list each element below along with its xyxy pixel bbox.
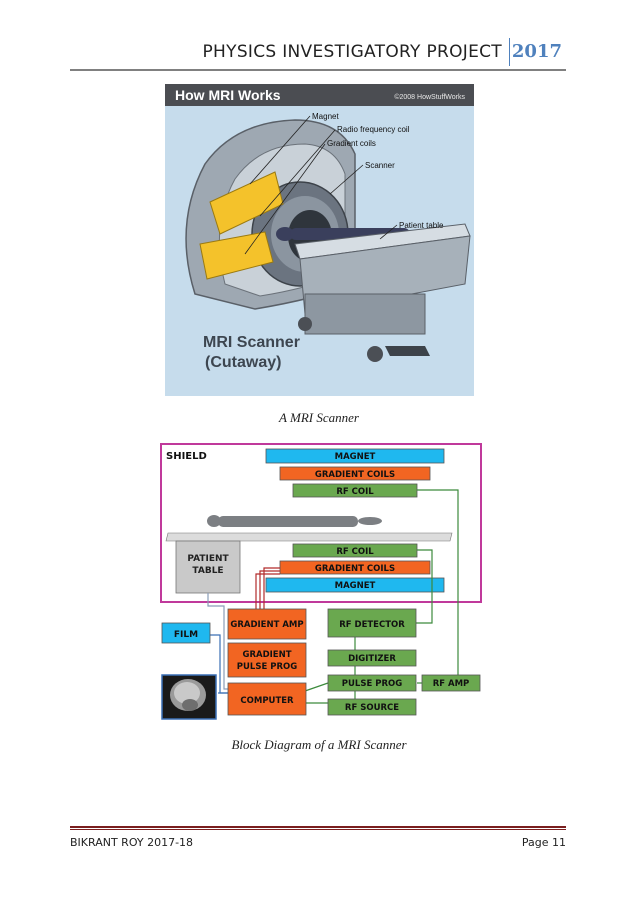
bottom-magnet-block — [265, 577, 445, 593]
gradient-amp-block — [227, 608, 307, 640]
label-rf-coil: Radio frequency coil — [337, 125, 410, 134]
header-title: PHYSICS INVESTIGATORY PROJECT — [202, 42, 502, 62]
top-gradient-block — [279, 466, 431, 481]
digitizer-label: DIGITIZER — [348, 654, 396, 664]
gradient-pulse-line1: GRADIENT — [242, 650, 291, 660]
rf-detector-label: RF DETECTOR — [339, 620, 405, 630]
label-patient-table: Patient table — [399, 221, 444, 230]
footer-author: BIKRANT ROY 2017-18 — [70, 836, 194, 849]
label-leaders — [244, 115, 398, 255]
top-rf-label: RF COIL — [336, 487, 374, 497]
shield-boundary — [160, 443, 482, 603]
label-scanner: Scanner — [365, 161, 395, 170]
bottom-gradient-label: GRADIENT COILS — [315, 564, 395, 574]
header-year: 2017 — [511, 41, 562, 62]
rf-detector-block — [327, 608, 417, 638]
pulse-prog-label: PULSE PROG — [342, 679, 402, 689]
figure-banner-title: How MRI Works — [175, 87, 281, 103]
top-gradient-label: GRADIENT COILS — [315, 470, 395, 480]
rf-amp-label: RF AMP — [433, 679, 470, 689]
digitizer-block — [327, 649, 417, 667]
bottom-magnet-label: MAGNET — [335, 581, 376, 591]
rf-source-label: RF SOURCE — [345, 703, 399, 713]
patient-silhouette — [207, 515, 382, 527]
patient-table-block — [175, 540, 241, 594]
rf-amp-block — [421, 674, 481, 692]
header-rule — [70, 69, 566, 71]
figure-subtitle-line1: MRI Scanner — [203, 334, 300, 351]
gradient-pulse-block — [227, 642, 307, 678]
figure1-caption: A MRI Scanner — [279, 410, 359, 425]
film-label: FILM — [174, 630, 198, 640]
page-footer: BIKRANT ROY 2017-18 Page 11 — [70, 826, 566, 856]
footer-rule — [70, 826, 566, 828]
table-top — [165, 532, 453, 542]
patient-table-line1: PATIENT — [187, 554, 229, 564]
magnet-slabs — [199, 171, 284, 280]
figure2-caption: Block Diagram of a MRI Scanner — [231, 737, 407, 752]
computer-block — [227, 682, 307, 716]
page-header: PHYSICS INVESTIGATORY PROJECT 2017 — [70, 36, 566, 71]
gradient-pulse-line2: PULSE PROG — [237, 662, 297, 672]
patient-table-line2: TABLE — [192, 566, 223, 576]
shield-label: SHIELD — [166, 451, 207, 462]
label-magnet: Magnet — [312, 112, 339, 121]
header-divider — [508, 38, 510, 66]
mri-block-diagram: SHIELD MAGNET GRADIENT COILS RF COIL PAT… — [160, 443, 482, 720]
figure-subtitle-line2: (Cutaway) — [205, 354, 281, 371]
top-magnet-label: MAGNET — [335, 452, 376, 462]
label-gradient-coils: Gradient coils — [327, 139, 376, 148]
patient-table — [294, 223, 471, 362]
footer-rule-thin — [70, 829, 566, 830]
mri-cutaway-figure: How MRI Works ©2008 HowStuffWorks Magnet… — [165, 84, 474, 396]
footer-page-number: Page 11 — [521, 836, 566, 849]
brain-scan-thumbnail — [161, 674, 217, 720]
figure-banner — [165, 84, 474, 106]
pulse-prog-block — [327, 674, 417, 692]
bottom-rf-label: RF COIL — [336, 547, 374, 557]
gradient-amp-label: GRADIENT AMP — [230, 620, 303, 630]
computer-label: COMPUTER — [240, 696, 294, 706]
film-block — [161, 622, 211, 644]
rf-source-block — [327, 698, 417, 716]
figure-credit: ©2008 HowStuffWorks — [394, 93, 465, 101]
top-magnet-block — [265, 448, 445, 464]
